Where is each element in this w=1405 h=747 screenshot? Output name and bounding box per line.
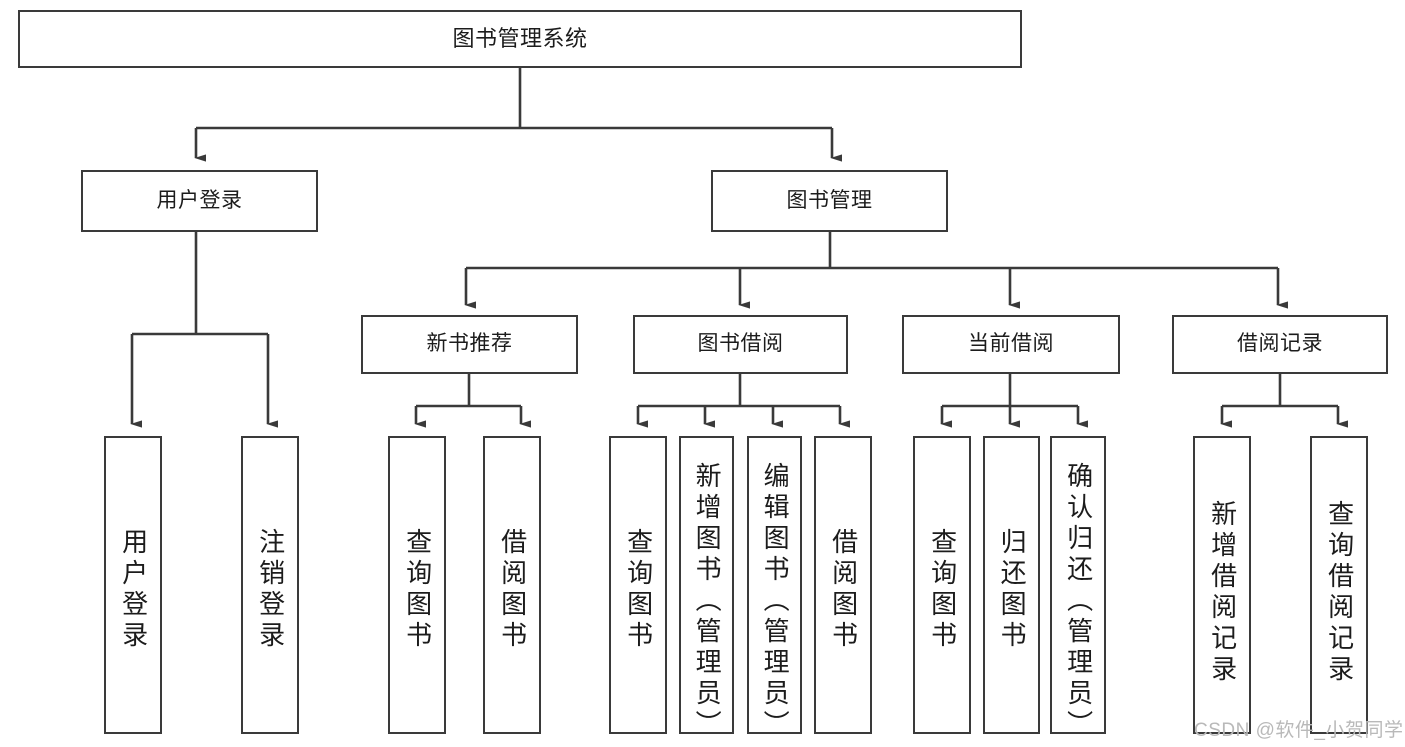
node-label: 查询图书 xyxy=(927,528,958,652)
leaf-user-login[interactable]: 用户登录 xyxy=(104,436,162,734)
leaf-confirm-return-admin[interactable]: 确认归还（管理员） xyxy=(1050,436,1106,741)
node-label: 借阅图书 xyxy=(497,528,528,652)
leaf-add-book-admin[interactable]: 新增图书（管理员） xyxy=(679,436,734,741)
node-book-borrow[interactable]: 图书借阅 xyxy=(633,315,848,374)
node-label: 归还图书 xyxy=(997,528,1028,652)
leaf-query-book-recommend[interactable]: 查询图书 xyxy=(388,436,446,734)
node-borrow-record[interactable]: 借阅记录 xyxy=(1172,315,1388,374)
node-label: 用户登录 xyxy=(156,188,243,212)
node-label: 新增借阅记录 xyxy=(1207,500,1238,686)
node-label: 确认归还（管理员） xyxy=(1063,462,1094,741)
leaf-return-book[interactable]: 归还图书 xyxy=(983,436,1040,734)
leaf-query-borrow-record[interactable]: 查询借阅记录 xyxy=(1310,436,1368,734)
node-label: 查询图书 xyxy=(402,528,433,652)
node-label: 注销登录 xyxy=(255,528,286,652)
node-label: 新增图书（管理员） xyxy=(692,462,723,741)
leaf-query-book-current[interactable]: 查询图书 xyxy=(913,436,971,734)
node-label: 图书管理系统 xyxy=(452,26,588,52)
leaf-add-borrow-record[interactable]: 新增借阅记录 xyxy=(1193,436,1251,734)
node-current-borrow[interactable]: 当前借阅 xyxy=(902,315,1120,374)
leaf-query-book-borrow[interactable]: 查询图书 xyxy=(609,436,667,734)
node-label: 借阅图书 xyxy=(828,528,859,652)
leaf-logout-login[interactable]: 注销登录 xyxy=(241,436,299,734)
node-label: 查询借阅记录 xyxy=(1324,500,1355,686)
node-label: 编辑图书（管理员） xyxy=(760,462,791,741)
leaf-borrow-book-recommend[interactable]: 借阅图书 xyxy=(483,436,541,734)
node-book-management[interactable]: 图书管理 xyxy=(711,170,948,232)
node-label: 借阅记录 xyxy=(1237,332,1323,356)
csdn-watermark: CSDN @软件_小贺同学 xyxy=(1194,720,1404,741)
node-label: 当前借阅 xyxy=(968,332,1054,356)
node-root-system[interactable]: 图书管理系统 xyxy=(18,10,1022,68)
node-label: 用户登录 xyxy=(118,528,149,652)
node-label: 新书推荐 xyxy=(426,332,513,356)
node-new-book-recommend[interactable]: 新书推荐 xyxy=(361,315,578,374)
node-label: 查询图书 xyxy=(623,528,654,652)
node-label: 图书管理 xyxy=(786,188,873,212)
leaf-edit-book-admin[interactable]: 编辑图书（管理员） xyxy=(747,436,802,741)
leaf-borrow-book[interactable]: 借阅图书 xyxy=(814,436,872,734)
node-label: 图书借阅 xyxy=(697,332,784,356)
node-user-login[interactable]: 用户登录 xyxy=(81,170,318,232)
